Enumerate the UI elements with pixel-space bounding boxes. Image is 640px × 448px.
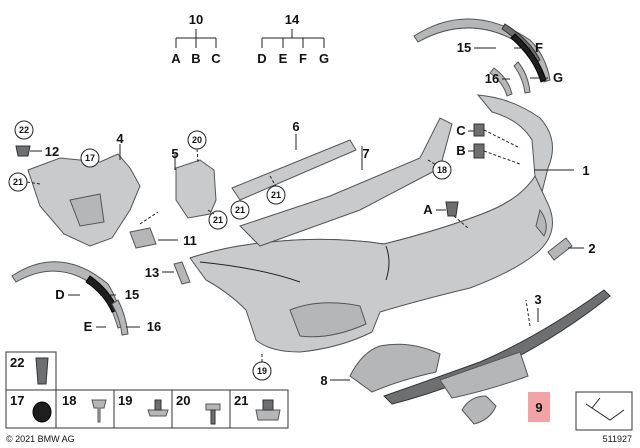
variant-g-right: G xyxy=(553,70,563,85)
legend-label-17: 17 xyxy=(10,393,24,408)
callout-circle-21-c xyxy=(208,210,228,230)
diffuser-part: 3 xyxy=(383,289,611,405)
callout-19-group: 19 xyxy=(252,354,272,381)
wrench-bracket-icon xyxy=(575,391,633,431)
clip-b: B xyxy=(456,143,521,165)
wheel-arch-trim-right-part xyxy=(413,18,551,97)
part-13-group: 13 xyxy=(145,261,191,285)
variant-d-left: D xyxy=(55,287,64,302)
variant-f-right: F xyxy=(535,40,543,55)
callout-circle-17 xyxy=(80,148,100,168)
callout-21-c: 21 xyxy=(213,215,223,225)
legend-cell-19 xyxy=(113,389,173,429)
legend-label-19: 19 xyxy=(118,393,132,408)
clip-a: A xyxy=(423,201,469,229)
callout-16-left: 16 xyxy=(147,319,161,334)
image-number: 511927 xyxy=(603,434,632,444)
callout-11: 11 xyxy=(183,233,197,248)
callout-5: 5 xyxy=(171,146,178,161)
callout-4: 4 xyxy=(116,131,124,146)
clip-c: C xyxy=(456,123,521,149)
carrier-7-part: 7 18 xyxy=(239,117,453,247)
variant-a-10: A xyxy=(171,51,181,66)
wheel-arch-trim-left-part: D 15 E 16 xyxy=(11,261,161,336)
callout-19: 19 xyxy=(257,366,267,376)
callout-18: 18 xyxy=(437,165,447,175)
part-11-group: 11 xyxy=(129,211,197,249)
callout-8: 8 xyxy=(320,373,327,388)
callout-circle-22 xyxy=(14,120,34,140)
callout-1: 1 xyxy=(582,163,589,178)
callout-12: 12 xyxy=(45,144,59,159)
variant-c-clip: C xyxy=(456,123,466,138)
group-14-tree: 14 D E F G xyxy=(257,12,329,66)
callout-circle-21-b xyxy=(266,185,286,205)
callout-15-left: 15 xyxy=(125,287,139,302)
callout-16-right: 16 xyxy=(485,71,499,86)
diagram-icon-box xyxy=(575,391,633,431)
callout-21-d-group: 21 xyxy=(230,200,250,220)
trim-panel-8-part: 8 xyxy=(320,343,441,393)
bracket-6-part: 6 21 xyxy=(231,119,357,205)
callout-3: 3 xyxy=(534,292,541,307)
variant-a-clip: A xyxy=(423,202,433,217)
bracket-9-part: 9 xyxy=(461,392,550,425)
callout-22: 22 xyxy=(19,125,29,135)
copyright-text: © 2021 BMW AG xyxy=(6,434,75,444)
callout-15-right: 15 xyxy=(457,40,471,55)
callout-9: 9 xyxy=(535,400,542,415)
reflector-part: 2 xyxy=(547,237,596,261)
callout-21-d: 21 xyxy=(235,205,245,215)
callout-21-b: 21 xyxy=(271,190,281,200)
legend-cell-21 xyxy=(229,389,289,429)
callout-14: 14 xyxy=(285,12,300,27)
callout-circle-18 xyxy=(432,160,452,180)
callout-21-a: 21 xyxy=(13,177,23,187)
legend-cell-18 xyxy=(55,389,115,429)
callout-17: 17 xyxy=(85,153,95,163)
variant-b-10: B xyxy=(191,51,200,66)
callout-7: 7 xyxy=(362,146,369,161)
legend-label-18: 18 xyxy=(62,393,76,408)
callout-6: 6 xyxy=(292,119,299,134)
bumper-trim-part xyxy=(189,94,553,353)
callout-2: 2 xyxy=(588,241,595,256)
variant-e-left: E xyxy=(84,319,93,334)
variant-f-14: F xyxy=(299,51,307,66)
callout-10: 10 xyxy=(189,12,203,27)
legend-label-22: 22 xyxy=(10,355,24,370)
legend-label-21: 21 xyxy=(234,393,248,408)
variant-d-14: D xyxy=(257,51,266,66)
fastener-legend: 22 17 18 19 20 21 xyxy=(5,351,289,429)
variant-b-clip: B xyxy=(456,143,465,158)
bracket-4-left-part: 4 17 21 xyxy=(8,131,141,247)
highlight-9 xyxy=(528,392,550,422)
callout-circle-21-d xyxy=(230,200,250,220)
clip-12-group: 22 12 xyxy=(14,120,59,159)
callout-circle-19 xyxy=(252,361,272,381)
group-10-tree: 10 A B C xyxy=(171,12,221,66)
variant-g-14: G xyxy=(319,51,329,66)
callout-1-group: 1 xyxy=(534,163,590,178)
legend-label-20: 20 xyxy=(176,393,190,408)
callout-13: 13 xyxy=(145,265,159,280)
callout-15-right-group: 15 F 16 G xyxy=(457,40,563,86)
variant-e-14: E xyxy=(279,51,288,66)
variant-c-10: C xyxy=(211,51,221,66)
bracket-5-part: 5 20 21 xyxy=(171,130,228,230)
callout-20: 20 xyxy=(192,135,202,145)
